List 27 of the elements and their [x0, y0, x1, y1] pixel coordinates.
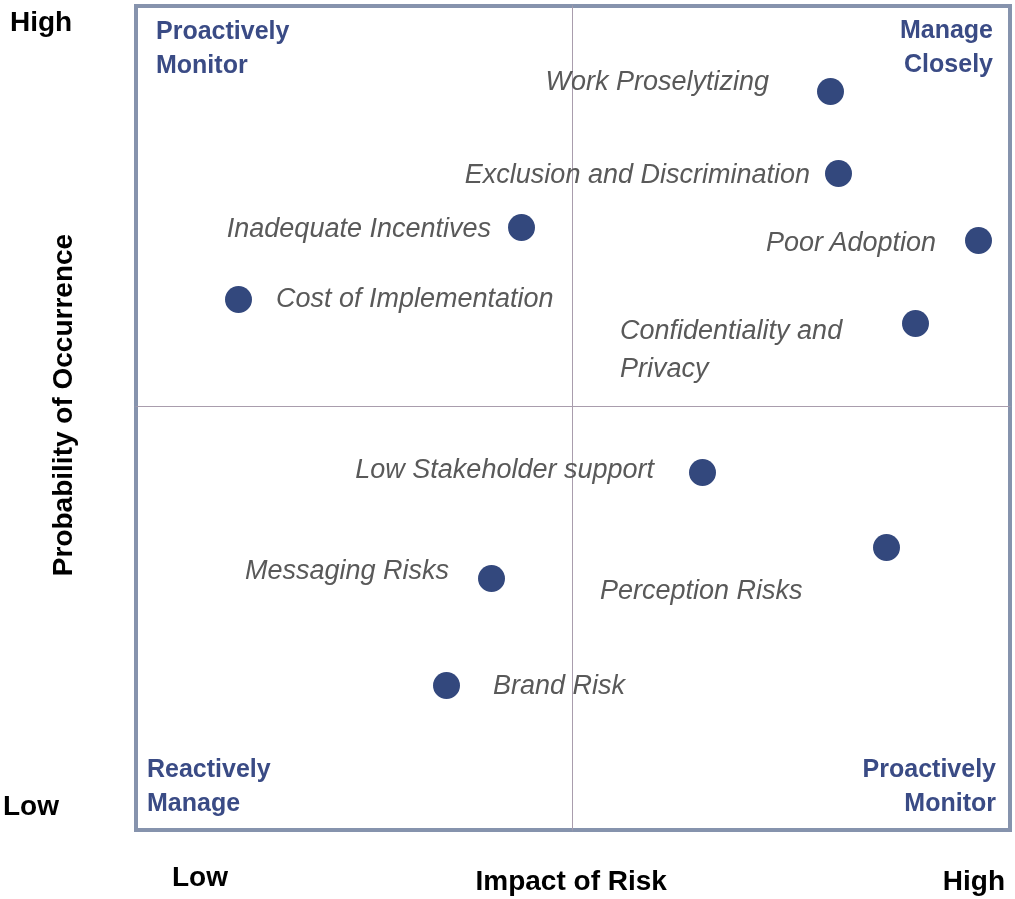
risk-dot	[872, 533, 900, 561]
risk-label: Brand Risk	[493, 669, 626, 702]
axis-level-label: Low	[3, 790, 59, 822]
risk-dot	[688, 458, 716, 486]
risk-label: Perception Risks	[600, 574, 803, 607]
risk-label: Cost of Implementation	[276, 282, 554, 315]
risk-dot	[964, 226, 992, 254]
axis-title: Impact of Risk	[475, 865, 667, 897]
risk-dot	[824, 159, 852, 187]
risk-label: Messaging Risks	[244, 554, 449, 587]
risk-label: Confidentiality and Privacy	[620, 314, 844, 385]
risk-dot	[224, 285, 252, 313]
axis-level-label: High	[942, 865, 1005, 897]
quadrant-label: Proactively Monitor	[861, 753, 996, 818]
risk-dot	[901, 309, 929, 337]
risk-dot	[816, 77, 844, 105]
quadrant-label: Proactively Monitor	[156, 15, 291, 80]
risk-label: Poor Adoption	[765, 226, 936, 259]
quadrant-label: Manage Closely	[898, 14, 993, 79]
risk-dot	[432, 671, 460, 699]
axis-level-label: High	[10, 6, 73, 38]
axis-title: Probability of Occurrence	[47, 233, 80, 577]
risk-dot	[507, 213, 535, 241]
risk-label: Inadequate Incentives	[226, 212, 491, 245]
risk-dot	[477, 564, 505, 592]
axis-level-label: Low	[172, 861, 228, 893]
quadrant-label: Reactively Manage	[147, 753, 272, 818]
